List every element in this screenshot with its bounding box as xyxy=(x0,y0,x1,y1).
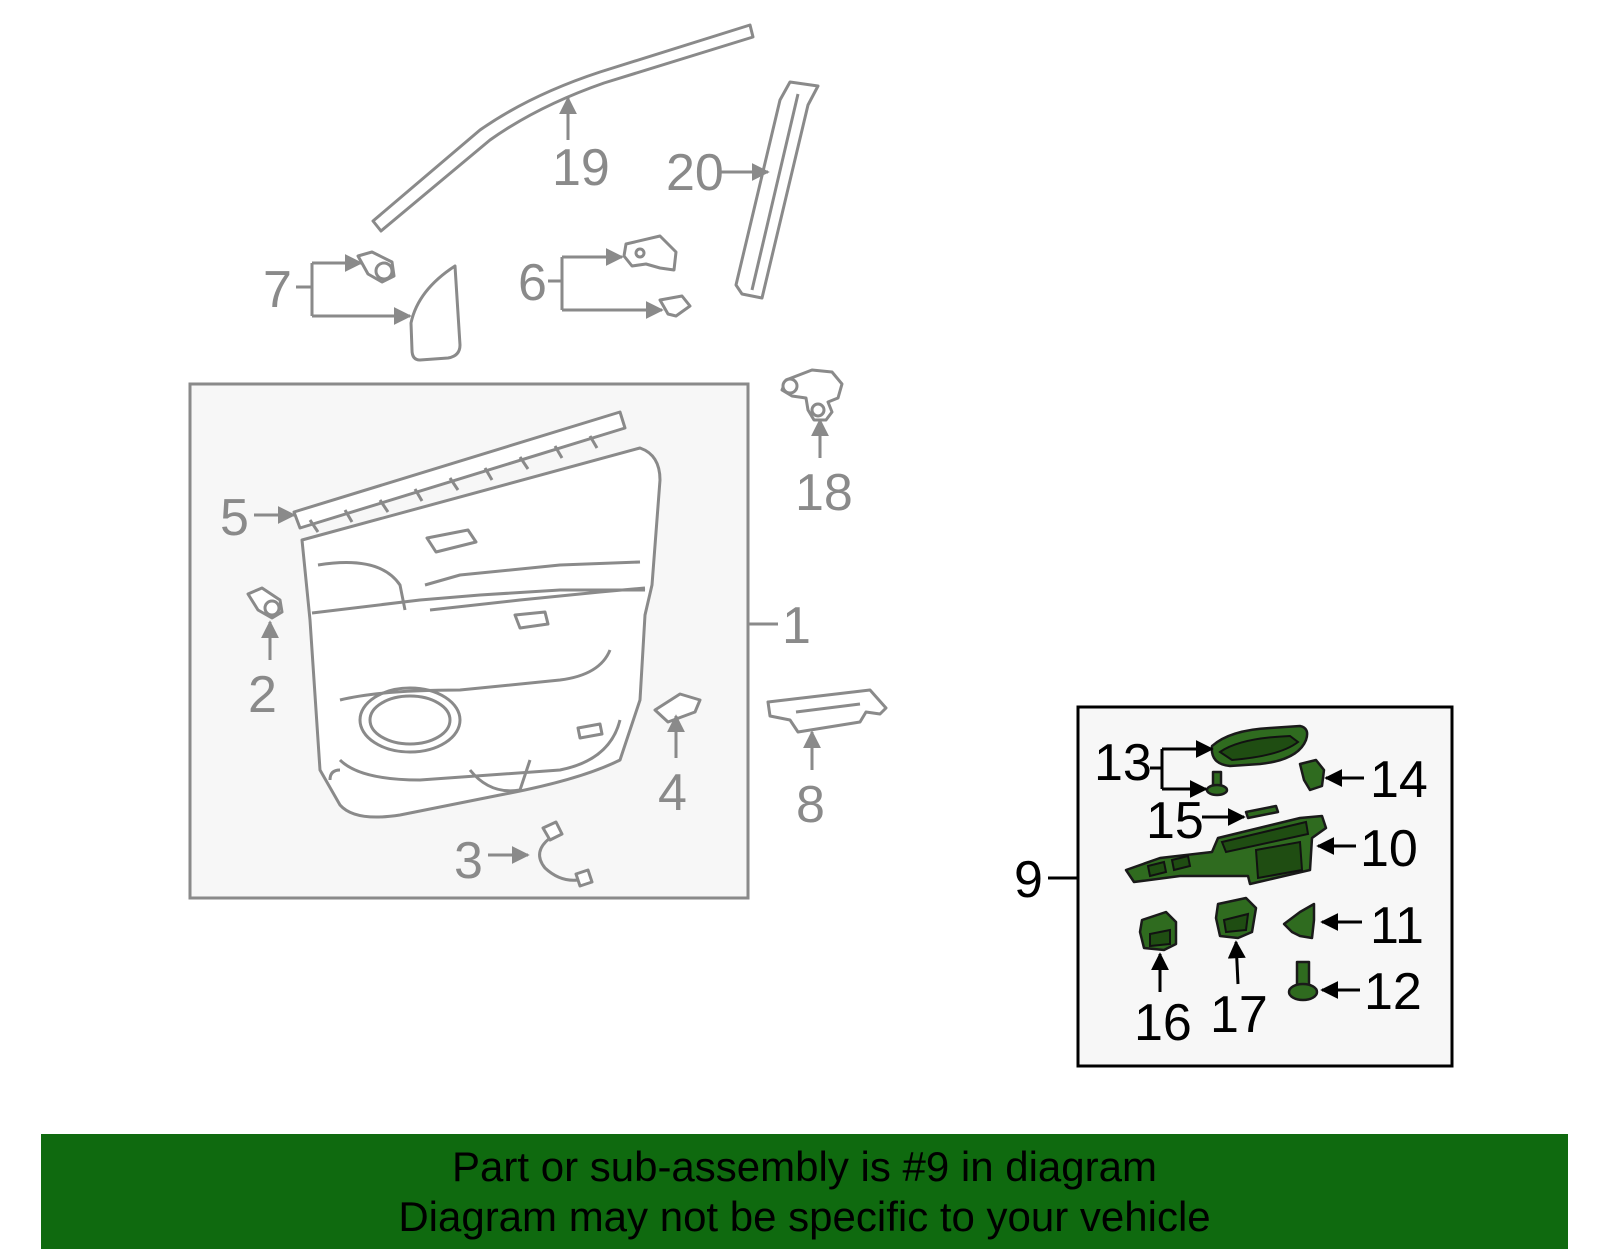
callout-10: 10 xyxy=(1360,820,1418,878)
part-13-screw[interactable] xyxy=(1205,770,1229,797)
callout-9: 9 xyxy=(1014,851,1043,909)
assembly-box-9 xyxy=(1076,705,1454,1068)
part-14-clip[interactable] xyxy=(1298,758,1326,792)
callout-4: 4 xyxy=(658,764,687,822)
part-16-switch[interactable] xyxy=(1138,910,1178,952)
part-7-clip[interactable] xyxy=(356,250,396,284)
callout-1: 1 xyxy=(782,597,811,655)
callout-17: 17 xyxy=(1210,986,1268,1044)
part-4-courtesy-lamp[interactable] xyxy=(653,692,702,724)
callout-18: 18 xyxy=(795,464,853,522)
part-7-mirror-cover[interactable] xyxy=(409,264,462,362)
part-12-screw[interactable] xyxy=(1287,960,1319,1002)
callout-12: 12 xyxy=(1364,963,1422,1021)
part-8-tray[interactable] xyxy=(766,688,888,734)
callout-11: 11 xyxy=(1370,897,1424,955)
banner-line-2: Diagram may not be specific to your vehi… xyxy=(398,1192,1211,1240)
callout-8: 8 xyxy=(796,776,825,834)
callout-6: 6 xyxy=(518,254,547,312)
info-banner: Part or sub-assembly is #9 in diagram Di… xyxy=(41,1134,1568,1249)
leader-17 xyxy=(1227,940,1246,985)
part-3-wire-harness[interactable] xyxy=(538,820,594,888)
part-1-door-trim-panel[interactable] xyxy=(300,446,662,819)
callout-3: 3 xyxy=(454,832,483,890)
part-6-bracket-lower[interactable] xyxy=(658,294,692,318)
part-6-bracket-upper[interactable] xyxy=(622,234,678,272)
part-5-belt-molding[interactable] xyxy=(292,410,627,533)
part-17-switch[interactable] xyxy=(1214,896,1258,940)
leader-6 xyxy=(548,255,660,312)
callout-7: 7 xyxy=(263,261,292,319)
part-11-bracket[interactable] xyxy=(1282,902,1316,940)
part-10-switch-panel[interactable] xyxy=(1124,814,1328,886)
leader-13 xyxy=(1150,747,1210,791)
part-2-clip[interactable] xyxy=(246,586,284,620)
callout-14: 14 xyxy=(1370,751,1428,809)
callout-16: 16 xyxy=(1134,994,1192,1052)
leader-7 xyxy=(296,261,409,318)
callout-19: 19 xyxy=(552,139,610,197)
callout-5: 5 xyxy=(220,489,249,547)
part-15-insert[interactable] xyxy=(1244,804,1280,820)
part-20-pillar-garnish[interactable] xyxy=(734,80,820,300)
callout-15: 15 xyxy=(1146,792,1204,850)
callout-20: 20 xyxy=(666,144,724,202)
callout-2: 2 xyxy=(248,666,277,724)
part-13-switch-cover[interactable] xyxy=(1210,724,1309,768)
callout-13: 13 xyxy=(1094,734,1152,792)
banner-line-1: Part or sub-assembly is #9 in diagram xyxy=(452,1142,1157,1190)
part-19-molding[interactable] xyxy=(371,23,755,233)
part-18-stopper[interactable] xyxy=(780,368,844,422)
